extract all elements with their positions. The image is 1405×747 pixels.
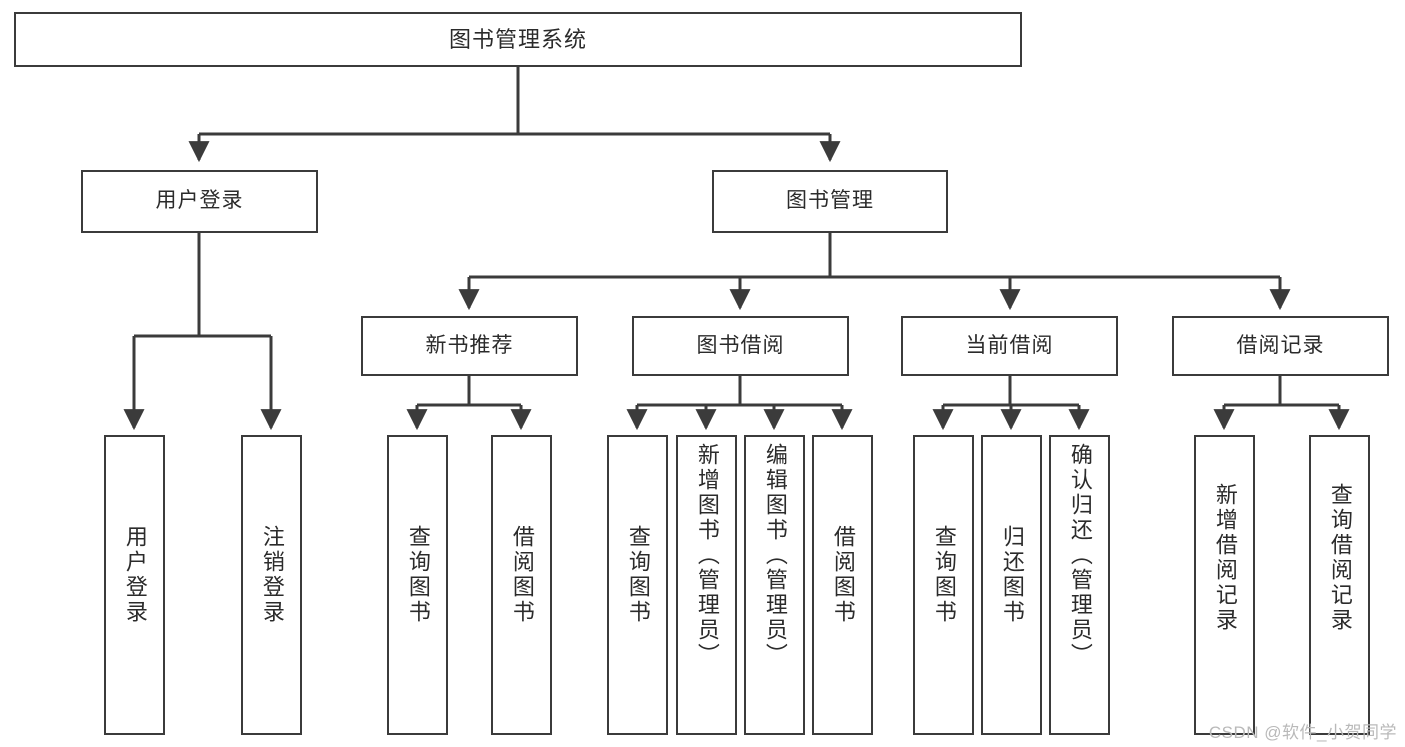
node-borrow-record[interactable]: 借阅记录 bbox=[1172, 316, 1389, 376]
leaf-edit-book[interactable]: 编辑图书（管理员） bbox=[744, 435, 805, 735]
node-current-borrow[interactable]: 当前借阅 bbox=[901, 316, 1118, 376]
node-new-book-recommend[interactable]: 新书推荐 bbox=[361, 316, 578, 376]
node-book-management[interactable]: 图书管理 bbox=[712, 170, 948, 233]
leaf-query-book-2-label: 查询图书 bbox=[625, 525, 651, 625]
leaf-query-book-1[interactable]: 查询图书 bbox=[387, 435, 448, 735]
node-root[interactable]: 图书管理系统 bbox=[14, 12, 1022, 67]
leaf-borrow-book-1-label: 借阅图书 bbox=[509, 525, 535, 625]
leaf-query-book-1-label: 查询图书 bbox=[405, 525, 431, 625]
leaf-user-logout[interactable]: 注销登录 bbox=[241, 435, 302, 735]
leaf-confirm-return-label: 确认归还（管理员） bbox=[1067, 443, 1093, 668]
leaf-add-book[interactable]: 新增图书（管理员） bbox=[676, 435, 737, 735]
leaf-edit-book-label: 编辑图书（管理员） bbox=[762, 443, 788, 668]
node-borrow-record-label: 借阅记录 bbox=[1236, 333, 1325, 357]
leaf-return-book[interactable]: 归还图书 bbox=[981, 435, 1042, 735]
node-book-borrow[interactable]: 图书借阅 bbox=[632, 316, 849, 376]
leaf-user-login-label: 用户登录 bbox=[122, 525, 148, 625]
node-root-label: 图书管理系统 bbox=[448, 26, 587, 52]
leaf-confirm-return[interactable]: 确认归还（管理员） bbox=[1049, 435, 1110, 735]
node-book-management-label: 图书管理 bbox=[786, 189, 874, 213]
leaf-user-login[interactable]: 用户登录 bbox=[104, 435, 165, 735]
leaf-borrow-book-2[interactable]: 借阅图书 bbox=[812, 435, 873, 735]
node-user-login[interactable]: 用户登录 bbox=[81, 170, 318, 233]
leaf-user-logout-label: 注销登录 bbox=[259, 525, 285, 625]
leaf-borrow-book-2-label: 借阅图书 bbox=[830, 525, 856, 625]
node-user-login-label: 用户登录 bbox=[155, 189, 244, 213]
node-book-borrow-label: 图书借阅 bbox=[696, 333, 785, 357]
leaf-borrow-book-1[interactable]: 借阅图书 bbox=[491, 435, 552, 735]
leaf-add-book-label: 新增图书（管理员） bbox=[694, 443, 720, 668]
watermark: CSDN @软件_小贺同学 bbox=[1208, 723, 1397, 742]
leaf-add-record-label: 新增借阅记录 bbox=[1212, 483, 1238, 633]
leaf-add-record[interactable]: 新增借阅记录 bbox=[1194, 435, 1255, 735]
leaf-query-book-3[interactable]: 查询图书 bbox=[913, 435, 974, 735]
leaf-query-book-2[interactable]: 查询图书 bbox=[607, 435, 668, 735]
node-current-borrow-label: 当前借阅 bbox=[965, 333, 1054, 357]
node-new-book-recommend-label: 新书推荐 bbox=[425, 333, 514, 357]
leaf-query-record-label: 查询借阅记录 bbox=[1327, 483, 1353, 633]
leaf-return-book-label: 归还图书 bbox=[999, 525, 1025, 625]
leaf-query-record[interactable]: 查询借阅记录 bbox=[1309, 435, 1370, 735]
leaf-query-book-3-label: 查询图书 bbox=[931, 525, 957, 625]
